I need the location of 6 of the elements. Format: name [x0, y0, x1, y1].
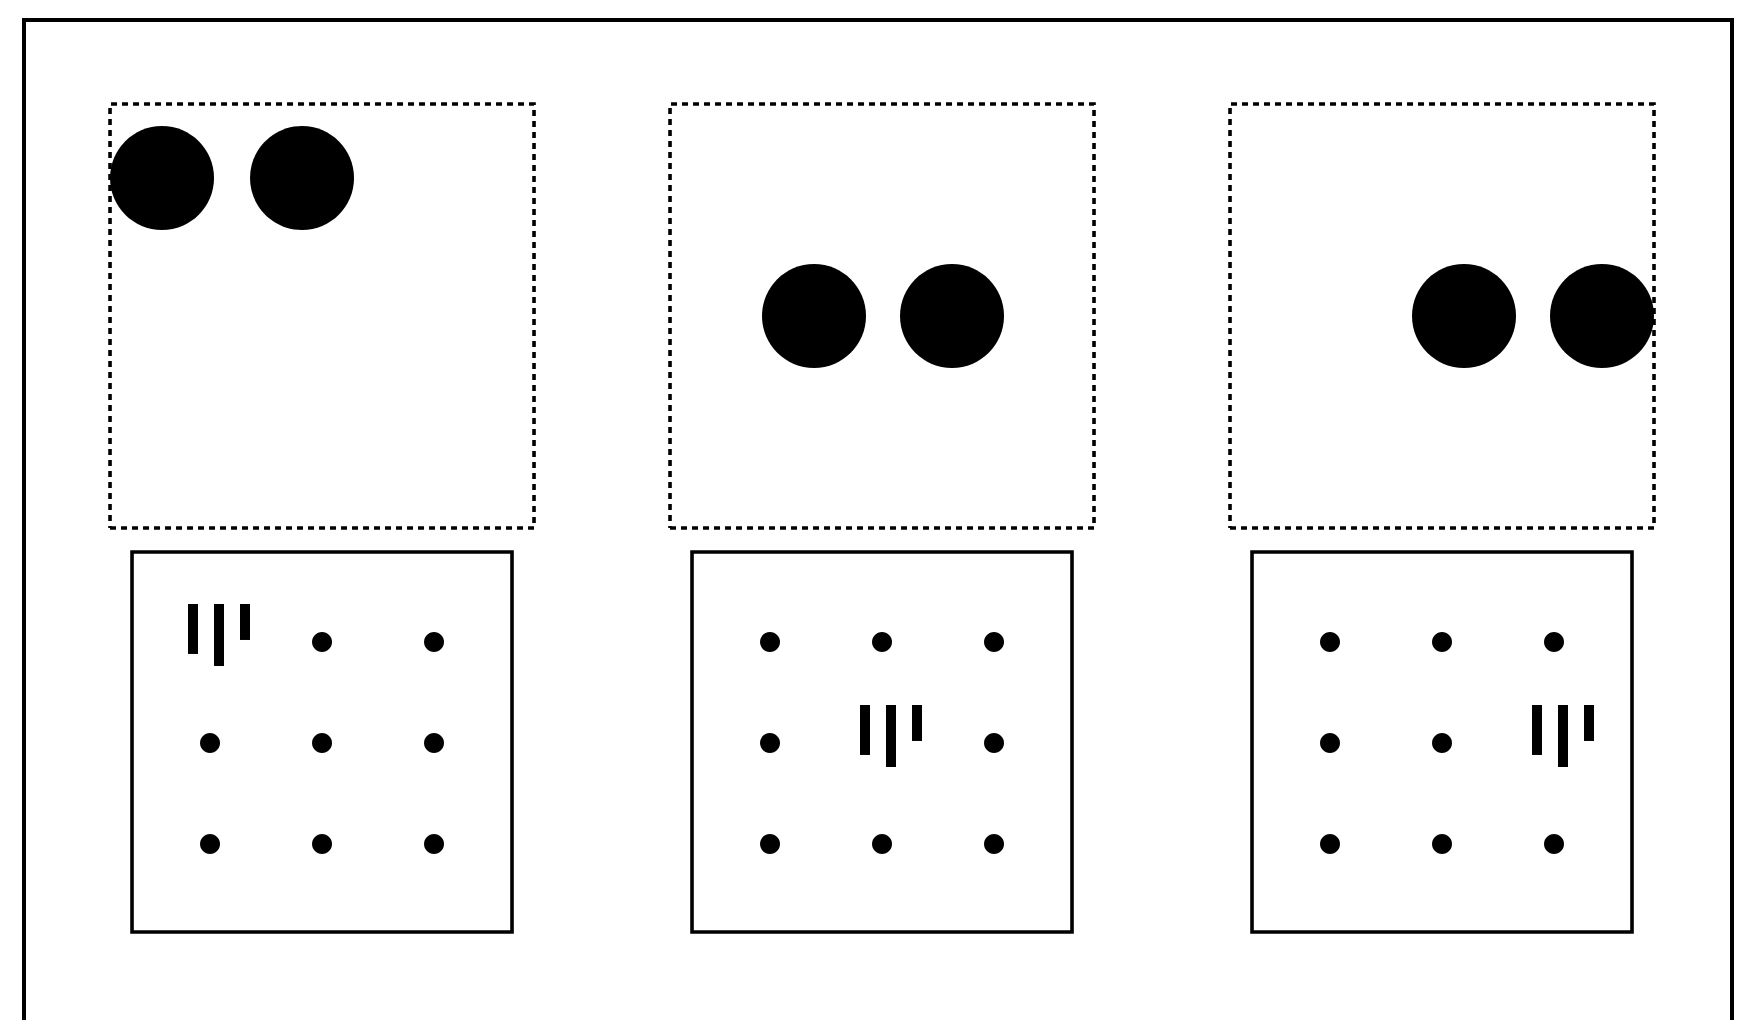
dotted-frame [1228, 102, 1656, 530]
grid-box [1250, 550, 1634, 934]
grid-box [690, 550, 1074, 934]
grid-box [130, 550, 514, 934]
dotted-frame [668, 102, 1096, 530]
dotted-frame [108, 102, 536, 530]
